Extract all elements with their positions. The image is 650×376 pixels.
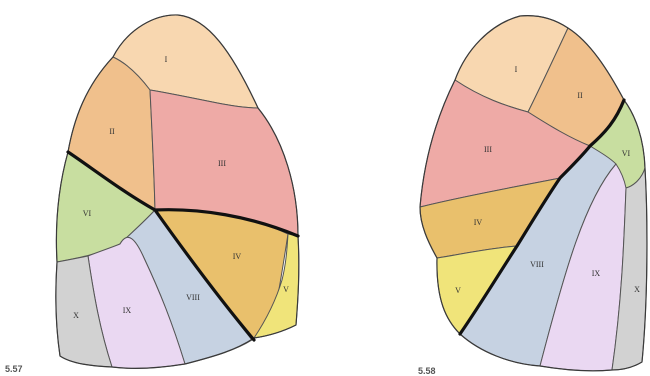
lung-figure-5-58: I II III IV V VI VIII IX X 5.58 <box>418 16 647 376</box>
segment-label-ix: IX <box>592 269 601 278</box>
segment-label-iii: III <box>218 159 226 168</box>
segment-label-i: I <box>515 65 518 74</box>
figure-number: 5.58 <box>418 366 436 376</box>
segment-label-x: X <box>634 285 640 294</box>
segment-label-vi: VI <box>622 149 631 158</box>
figure-number: 5.57 <box>5 364 23 374</box>
segment-label-iii: III <box>484 145 492 154</box>
segment-label-v: V <box>455 286 461 295</box>
segment-label-viii: VIII <box>530 260 544 269</box>
segment-label-v: V <box>283 285 289 294</box>
segment-label-ii: II <box>577 91 583 100</box>
lung-figure-5-57: I II III IV V VI VIII IX X 5.57 <box>5 15 299 374</box>
segment-label-iv: IV <box>233 252 242 261</box>
segment-label-ii: II <box>109 127 115 136</box>
segment-label-iv: IV <box>474 218 483 227</box>
segment-label-ix: IX <box>123 306 132 315</box>
segment-label-vi: VI <box>83 209 92 218</box>
segment-label-x: X <box>73 311 79 320</box>
segment-label-i: I <box>165 55 168 64</box>
segment-label-viii: VIII <box>186 293 200 302</box>
